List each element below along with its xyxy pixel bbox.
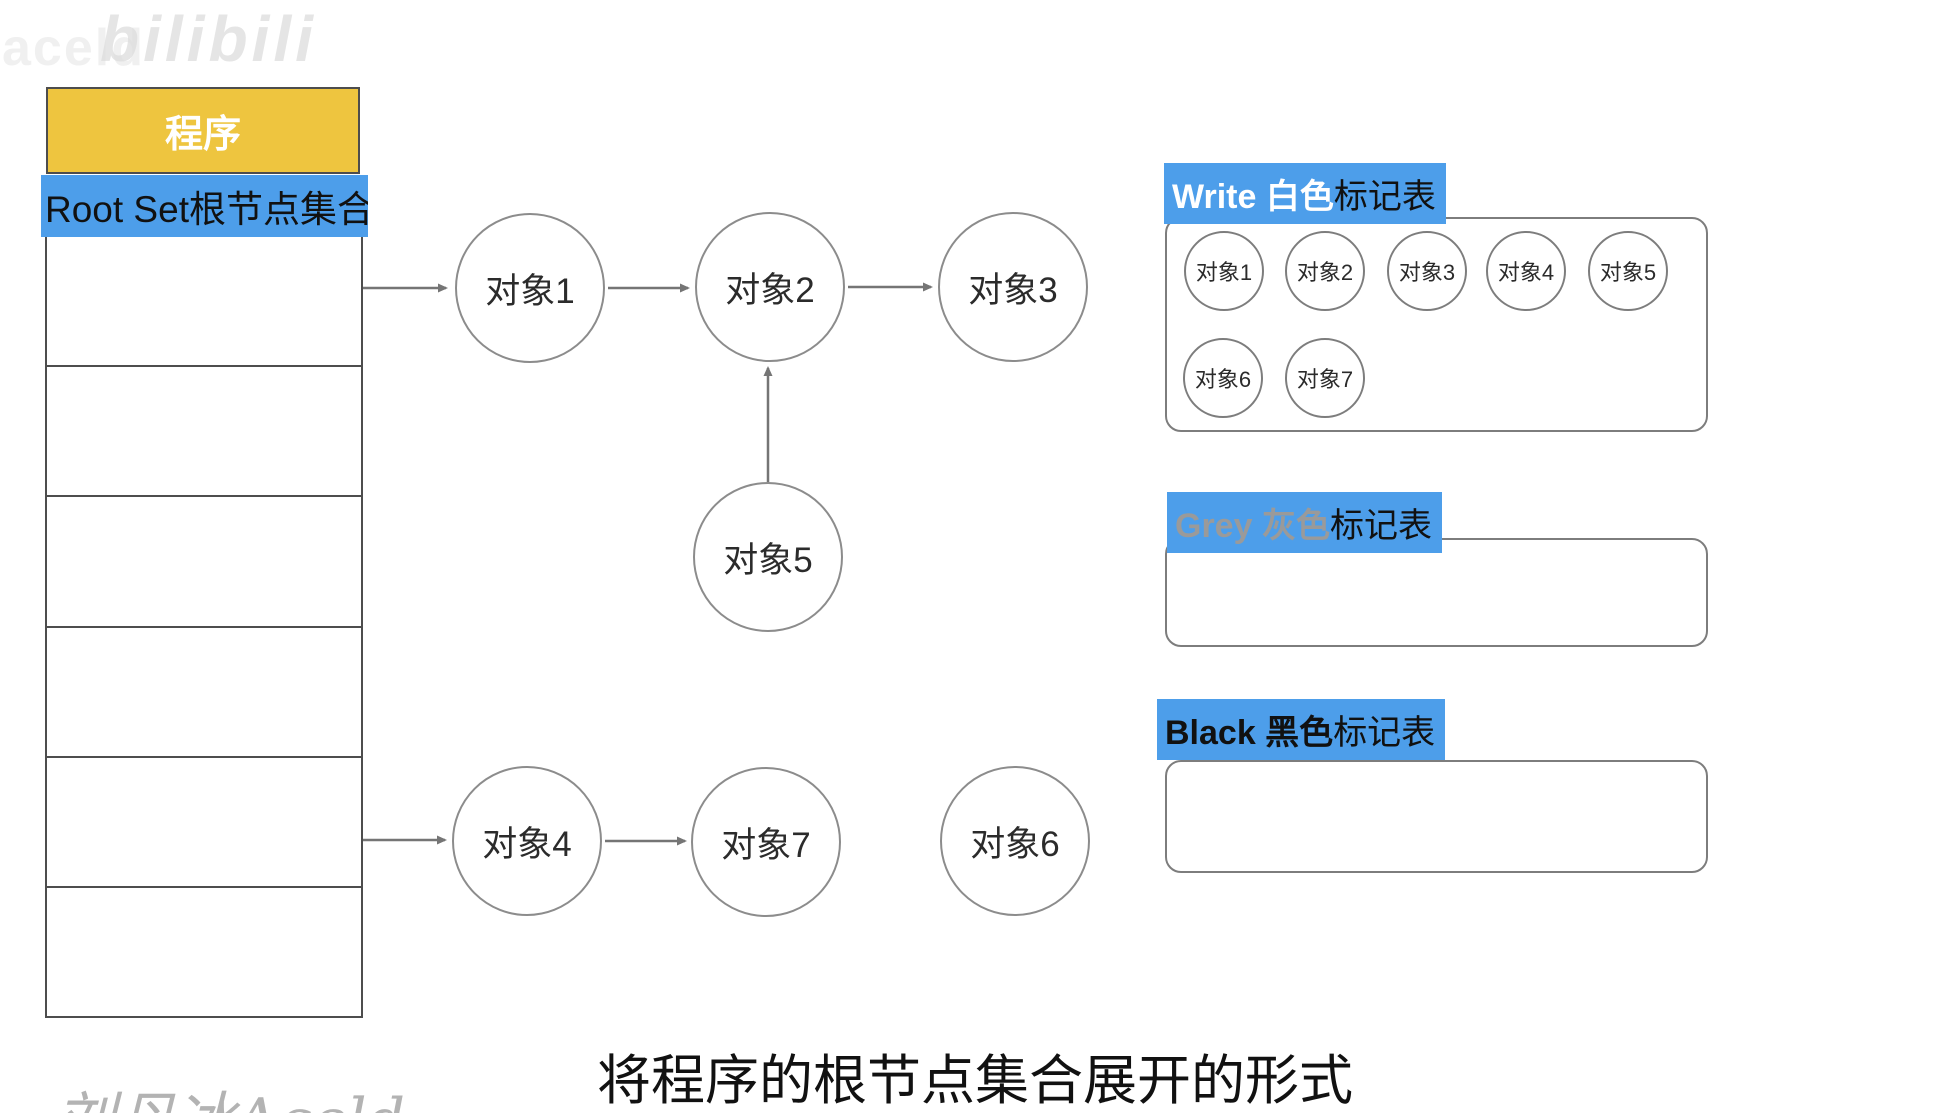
white-table-item-obj3: 对象3	[1387, 231, 1467, 311]
node-obj1: 对象1	[455, 213, 605, 363]
white-table-label-en: Write 白色	[1172, 178, 1334, 216]
white-table-item-obj1: 对象1	[1184, 231, 1264, 311]
node-obj4: 对象4	[452, 766, 602, 916]
node-obj5: 对象5	[693, 482, 843, 632]
white-table-item-obj6: 对象6	[1183, 338, 1263, 418]
white-table-item-obj4: 对象4	[1486, 231, 1566, 311]
author-signature-watermark: 刘丹冰Aceld	[55, 1072, 405, 1113]
program-stack-body	[45, 237, 363, 1018]
stack-empty-row	[47, 885, 361, 1016]
program-stack-header: 程序	[46, 87, 360, 174]
stack-empty-row	[47, 237, 361, 365]
stack-empty-row	[47, 365, 361, 495]
white-table-item-obj5: 对象5	[1588, 231, 1668, 311]
watermark-aceld: aceld	[2, 19, 145, 77]
grey-table-box	[1165, 538, 1708, 647]
slide-caption: 将程序的根节点集合展开的形式	[597, 1051, 1353, 1111]
white-table-item-obj2: 对象2	[1285, 231, 1365, 311]
white-table-item-obj7: 对象7	[1285, 338, 1365, 418]
white-table-label-cn: 标记表	[1333, 178, 1436, 216]
node-obj3: 对象3	[938, 212, 1088, 362]
black-table-label-en: Black 黑色	[1165, 714, 1334, 752]
black-table-box	[1165, 760, 1708, 873]
node-obj7: 对象7	[691, 767, 841, 917]
node-obj6: 对象6	[940, 766, 1090, 916]
stack-empty-row	[47, 495, 361, 625]
root-set-row: Root Set根节点集合	[41, 175, 368, 237]
bilibili-logo-watermark: bilibili	[100, 3, 317, 75]
stack-empty-row	[47, 625, 361, 756]
stack-empty-row	[47, 755, 361, 886]
node-obj2: 对象2	[695, 212, 845, 362]
grey-table-label: Grey 灰色标记表	[1167, 492, 1442, 553]
black-table-label-cn: 标记表	[1333, 714, 1436, 752]
white-table-label: Write 白色标记表	[1164, 163, 1446, 224]
grey-table-label-en: Grey 灰色	[1175, 507, 1330, 545]
grey-table-label-cn: 标记表	[1329, 507, 1432, 545]
black-table-label: Black 黑色标记表	[1157, 699, 1446, 760]
